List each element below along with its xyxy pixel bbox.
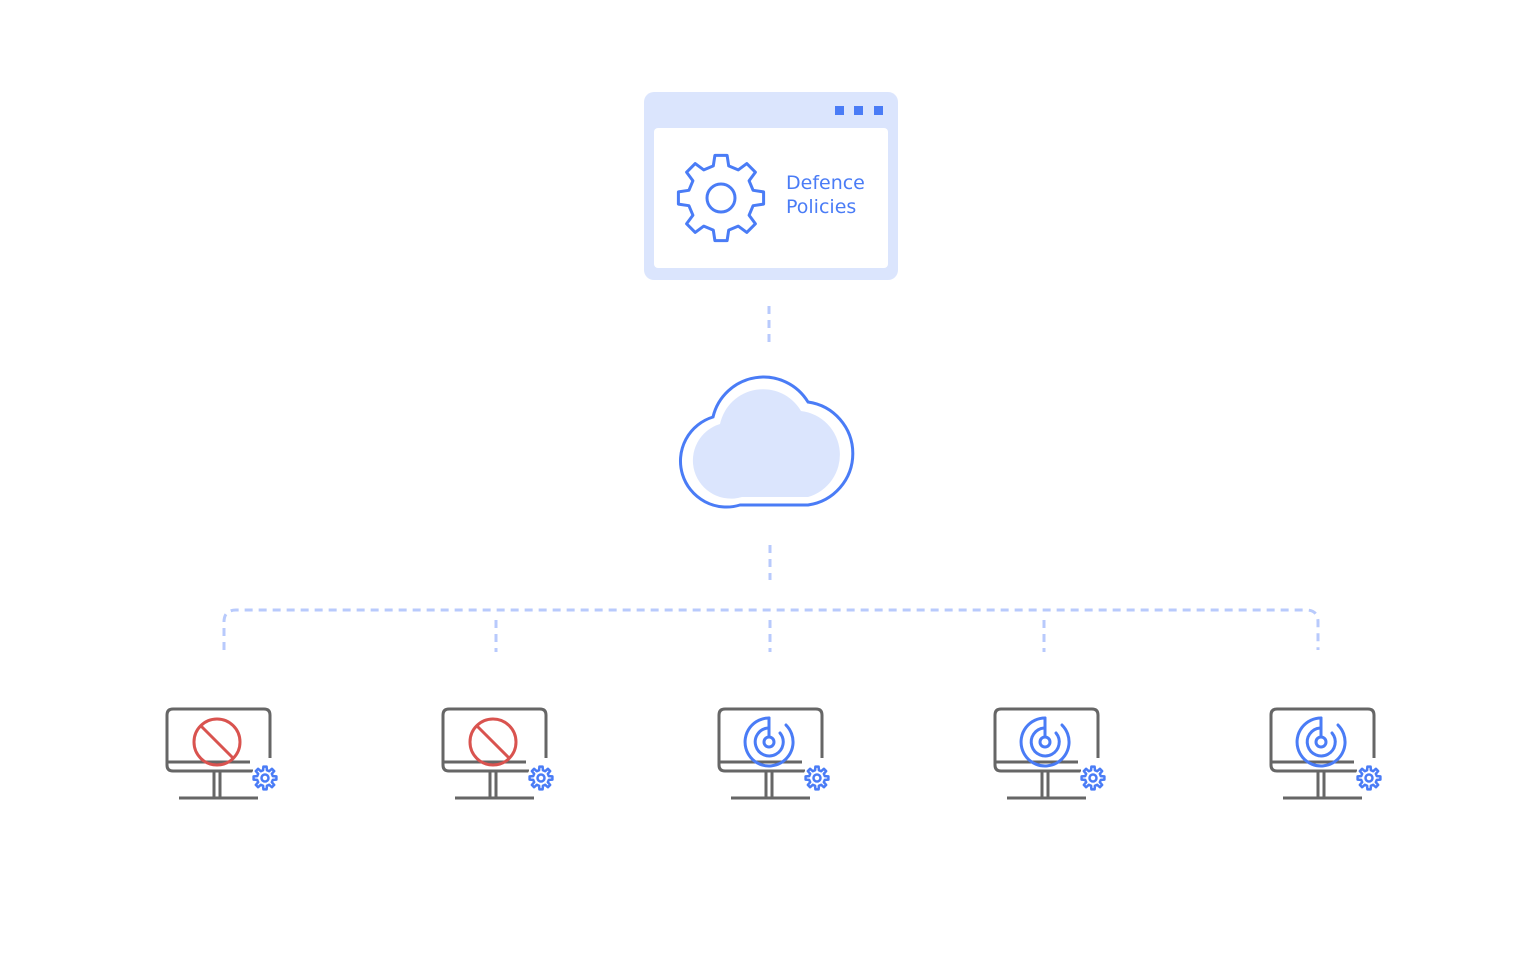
monitor-icon: [1269, 707, 1376, 800]
policy-title-line1: Defence: [786, 172, 865, 194]
settings-gear-icon: [803, 764, 831, 792]
radar-icon: [743, 716, 795, 768]
settings-gear-icon: [527, 764, 555, 792]
policy-title: Defence Policies: [786, 171, 865, 219]
endpoint-computer-blocked: [165, 707, 279, 800]
endpoint-computer-protected: [993, 707, 1107, 800]
cloud-icon: [679, 375, 855, 509]
settings-gear-icon: [1355, 764, 1383, 792]
monitor-icon: [717, 707, 824, 800]
policy-panel: [644, 92, 898, 280]
policy-title-line2: Policies: [786, 196, 857, 218]
prohibited-icon: [192, 717, 242, 767]
settings-gear-icon: [1079, 764, 1107, 792]
endpoint-computer-blocked: [441, 707, 555, 800]
monitor-icon: [993, 707, 1100, 800]
endpoint-computer-protected: [1269, 707, 1383, 800]
prohibited-icon: [468, 717, 518, 767]
radar-icon: [1295, 716, 1347, 768]
gear-icon: [676, 153, 766, 243]
radar-icon: [1019, 716, 1071, 768]
window-dots-icon: [835, 106, 883, 115]
connector-lines: [222, 306, 1320, 652]
settings-gear-icon: [251, 764, 279, 792]
endpoint-computer-protected: [717, 707, 831, 800]
